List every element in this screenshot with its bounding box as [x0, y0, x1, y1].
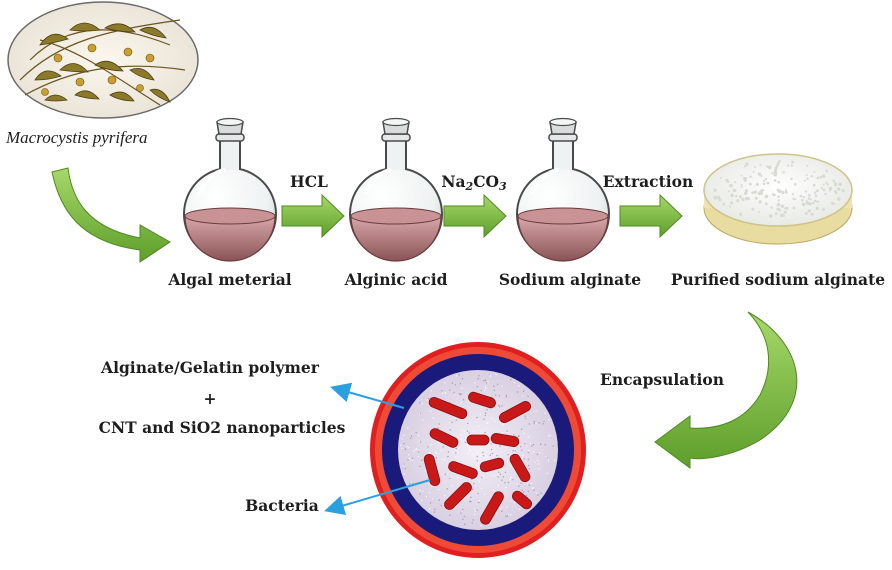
step-label-purified-sodium-alginate: Purified sodium alginate — [670, 270, 886, 289]
step-label-sodium-alginate: Sodium alginate — [498, 270, 642, 289]
bacterium-rod — [429, 428, 459, 448]
species-label: Macrocystis pyrifera — [6, 128, 148, 147]
bacterium-rod — [509, 453, 531, 483]
arrow-na2co3 — [443, 193, 507, 239]
bacterium-rod — [468, 391, 496, 409]
curved-arrow-encapsulation — [654, 311, 798, 469]
bacterium-rod — [512, 490, 532, 510]
bacterium-rod — [490, 433, 520, 447]
reagent-extraction: Extraction — [602, 172, 694, 191]
pointer-bacteria — [324, 479, 431, 516]
flask-algal-material — [183, 117, 277, 262]
step-label-alginic-acid: Alginic acid — [344, 270, 448, 289]
bacterium-rod — [499, 400, 531, 424]
flask-sodium-alginate — [516, 117, 610, 262]
bacterium-rod — [423, 453, 441, 487]
polymer-label: Alginate/Gelatin polymer — [101, 358, 319, 377]
pointer-polymer — [330, 382, 405, 409]
bacterium-rod — [479, 457, 505, 473]
arrow-extraction — [619, 193, 683, 239]
step-label-algal-material: Algal meterial — [168, 270, 292, 289]
bacterium-rod — [428, 396, 468, 420]
arrow-hcl — [281, 193, 345, 239]
reagent-na2co3: Na2CO3 — [441, 172, 507, 193]
reagent-hcl: HCL — [290, 172, 328, 191]
bacterium-rod — [444, 482, 472, 510]
capsule — [370, 342, 586, 558]
nanoparticles-label: CNT and SiO2 nanoparticles — [98, 418, 346, 437]
kelp-illustration — [7, 1, 199, 119]
bacteria-label: Bacteria — [245, 496, 319, 515]
flask-alginic-acid — [349, 117, 443, 262]
petri-dish-purified-alginate — [703, 153, 853, 245]
plus-sign: + — [203, 389, 217, 408]
bacterium-rod — [480, 491, 504, 525]
curved-arrow-kelp-to-flask — [51, 167, 171, 263]
bacterium-rod — [466, 434, 490, 446]
encapsulation-label: Encapsulation — [600, 370, 724, 389]
bacterium-rod — [448, 461, 478, 479]
